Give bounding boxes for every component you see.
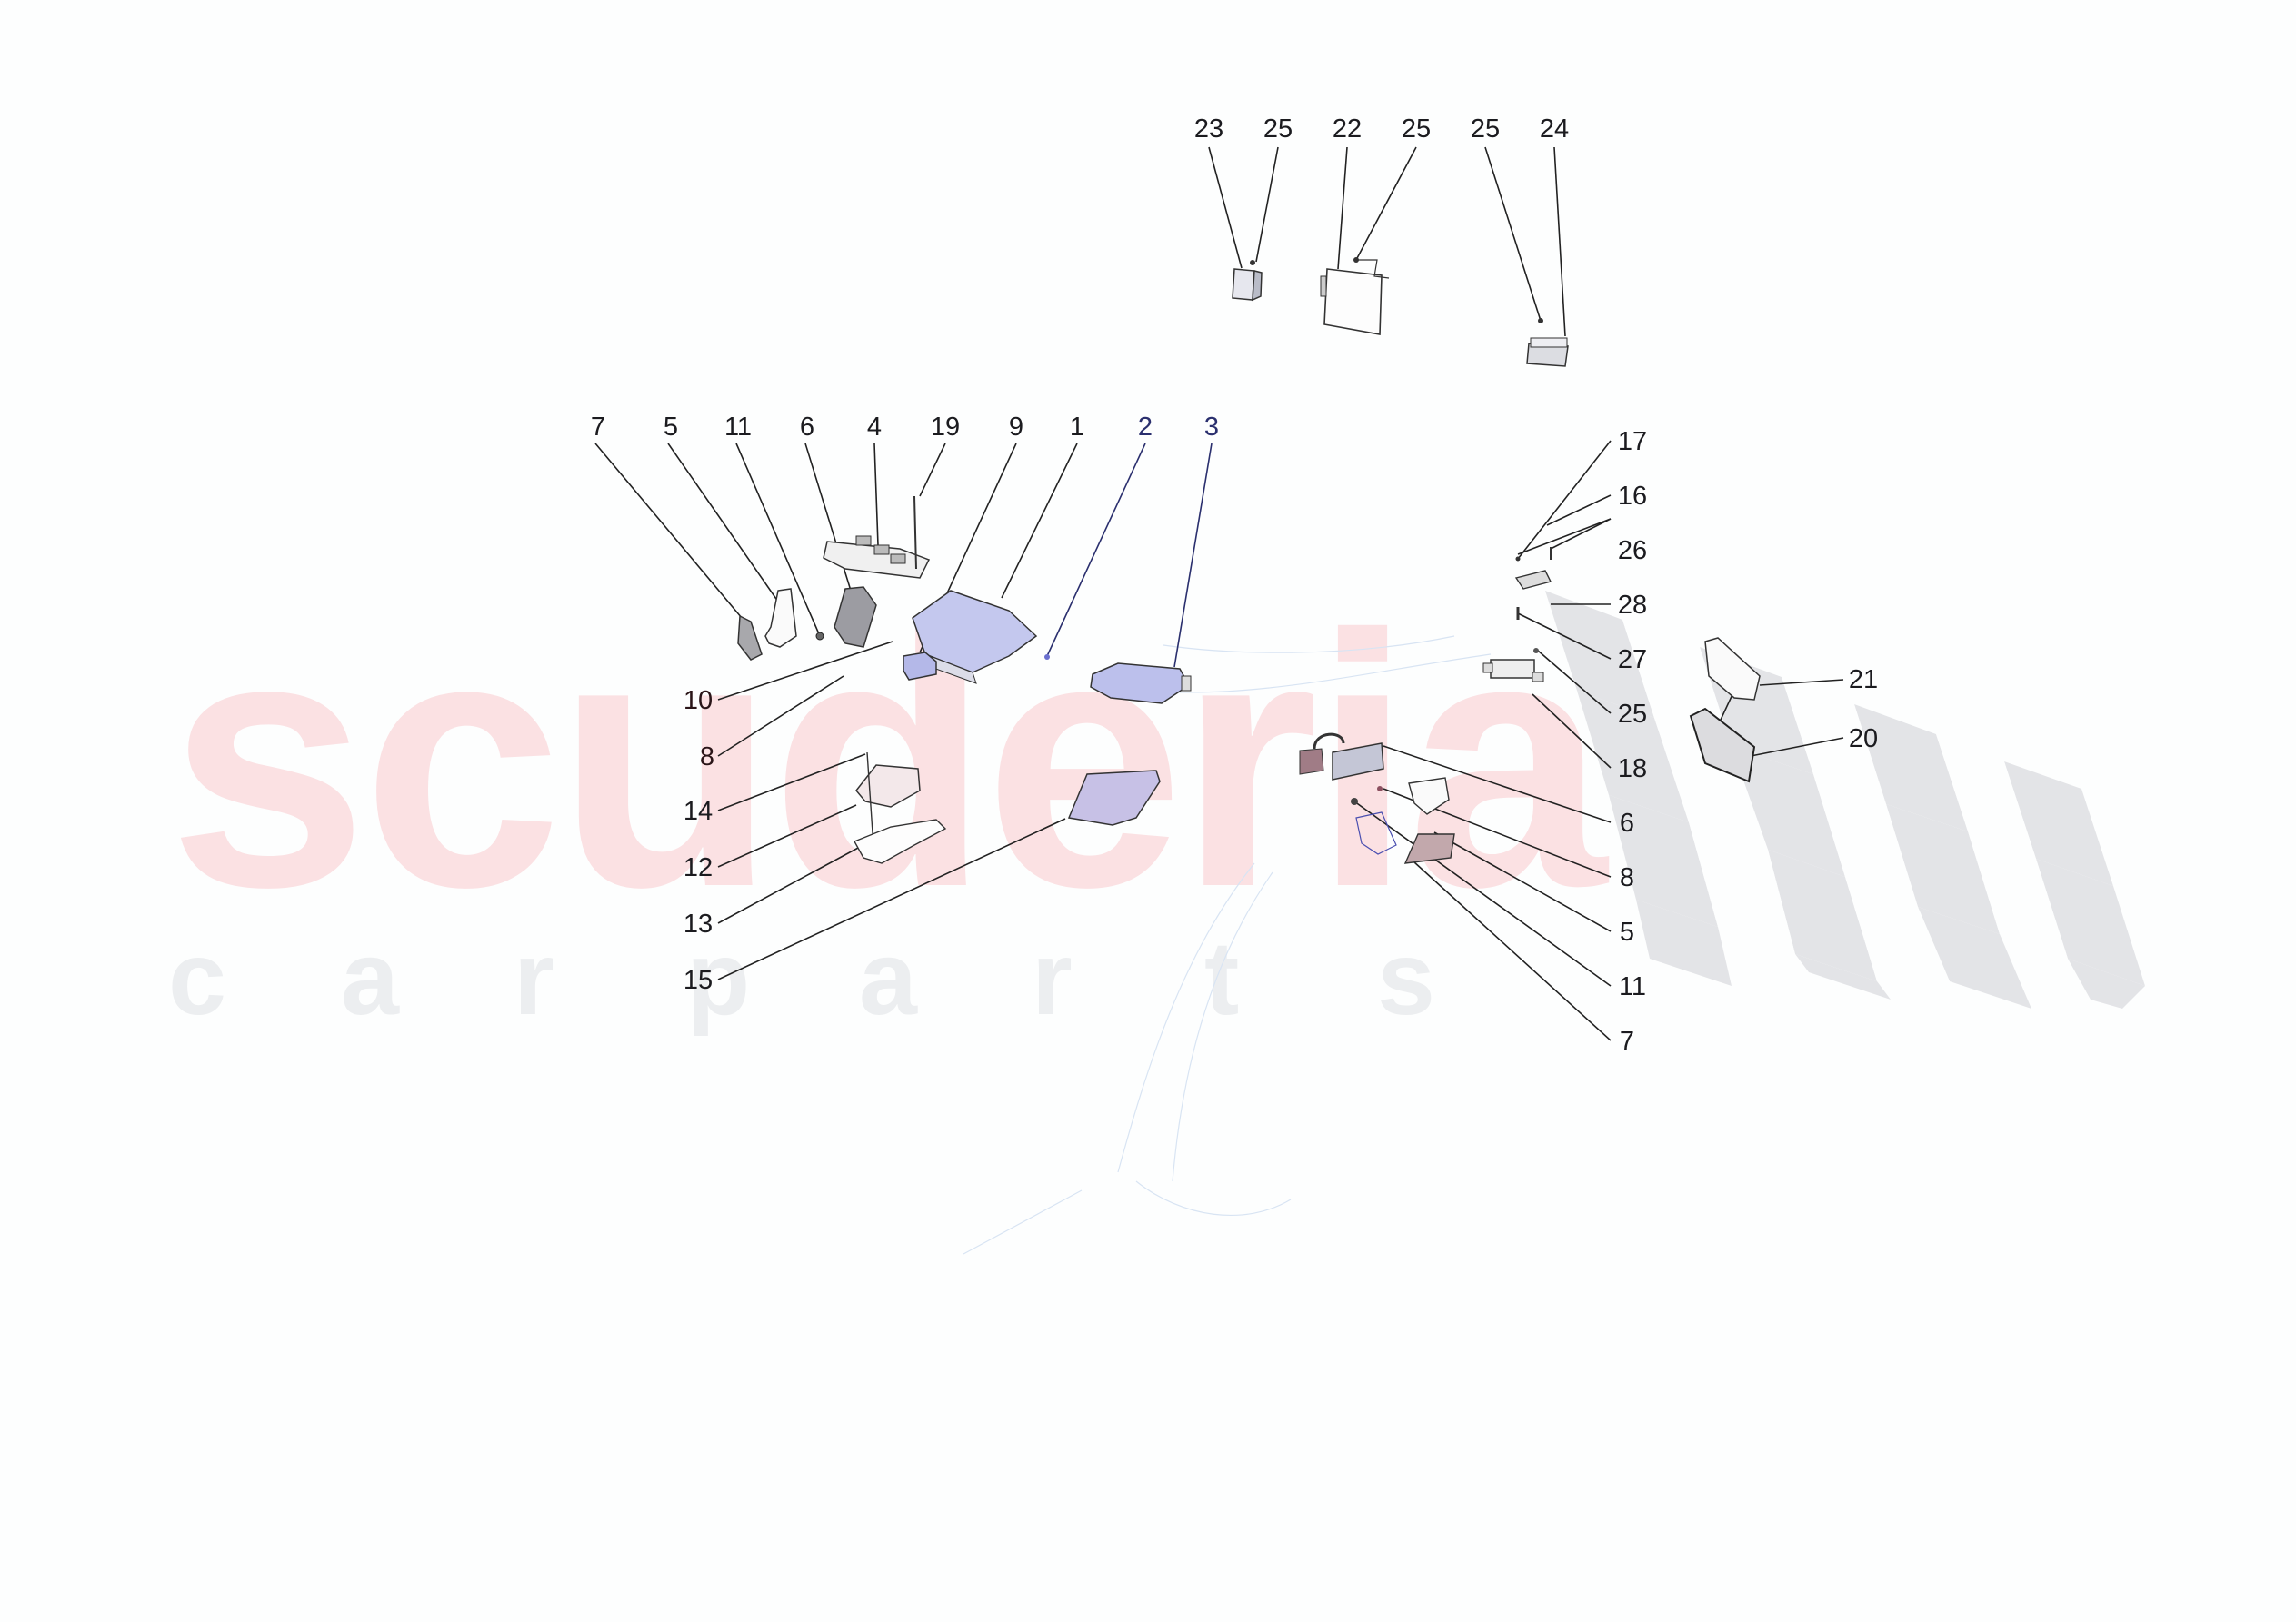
part-12-airbag-module[interactable] (855, 764, 921, 808)
part-2-screw[interactable] (1044, 654, 1050, 660)
callout-3[interactable]: 3 (1203, 413, 1220, 442)
part-7-right-pad[interactable] (1403, 833, 1455, 864)
watermark-letter: r (514, 920, 554, 1037)
part-11-right-nut[interactable] (1351, 798, 1358, 805)
watermark-letter: s (1377, 920, 1435, 1037)
callout-11[interactable]: 11 (724, 413, 753, 442)
part-6-right-module[interactable] (1299, 732, 1384, 781)
callout-23[interactable]: 23 (1193, 114, 1224, 144)
callout-25[interactable]: 25 (1263, 114, 1293, 144)
part-1-ecu[interactable] (912, 590, 1038, 684)
callout-17[interactable]: 17 (1617, 427, 1648, 456)
watermark-car-parts: c a r p a r t s (168, 927, 1550, 1031)
callout-8[interactable]: 8 (699, 742, 715, 771)
callout-9[interactable]: 9 (1008, 413, 1024, 442)
part-13-bracket[interactable] (854, 819, 947, 864)
callout-13[interactable]: 13 (683, 910, 714, 939)
part-5-right-bracket[interactable] (1408, 777, 1450, 815)
part-16-antenna[interactable] (1514, 570, 1552, 590)
callout-6[interactable]: 6 (799, 413, 815, 442)
callout-2[interactable]: 2 (1137, 413, 1153, 442)
callout-7[interactable]: 7 (590, 413, 606, 442)
callout-26[interactable]: 26 (1617, 536, 1648, 565)
part-5-bracket[interactable] (764, 588, 797, 648)
callout-11[interactable]: 11 (1618, 972, 1647, 1001)
callout-4[interactable]: 4 (866, 413, 883, 442)
callout-14[interactable]: 14 (683, 797, 714, 826)
callout-1[interactable]: 1 (1069, 413, 1085, 442)
callout-18[interactable]: 18 (1617, 754, 1648, 783)
part-20-module[interactable] (1689, 707, 1756, 783)
callout-19[interactable]: 19 (930, 413, 961, 442)
watermark-letter: t (1204, 920, 1240, 1037)
part-17-nut[interactable] (1515, 556, 1521, 562)
callout-8[interactable]: 8 (1619, 863, 1635, 892)
part-9-module[interactable] (903, 652, 937, 681)
part-3-module[interactable] (1090, 662, 1192, 704)
watermark-letter: a (341, 920, 399, 1037)
callout-12[interactable]: 12 (683, 853, 714, 882)
part-19-screw[interactable] (913, 495, 917, 570)
part-15-module[interactable] (1067, 770, 1161, 826)
callout-22[interactable]: 22 (1332, 114, 1363, 144)
part-24-control-unit[interactable] (1526, 318, 1569, 367)
part-25-nut[interactable] (1533, 648, 1539, 653)
callout-24[interactable]: 24 (1539, 114, 1570, 144)
watermark-letter: c (168, 920, 226, 1037)
watermark-letter: a (859, 920, 917, 1037)
callout-15[interactable]: 15 (683, 966, 714, 995)
part-23-sensor-module[interactable] (1232, 260, 1263, 302)
part-11-nut[interactable] (815, 632, 824, 641)
part-22-control-unit[interactable] (1320, 257, 1390, 335)
part-7-pad[interactable] (737, 614, 763, 661)
callout-25[interactable]: 25 (1401, 114, 1432, 144)
watermark-letter: r (1032, 920, 1073, 1037)
callout-25[interactable]: 25 (1617, 700, 1648, 729)
callout-25[interactable]: 25 (1470, 114, 1501, 144)
watermark-letter: p (686, 920, 751, 1037)
callout-5[interactable]: 5 (663, 413, 679, 442)
part-8-right-nut[interactable] (1377, 786, 1383, 791)
callout-21[interactable]: 21 (1848, 665, 1879, 694)
callout-10[interactable]: 10 (683, 686, 714, 715)
part-6-module[interactable] (834, 586, 877, 648)
callout-5[interactable]: 5 (1619, 918, 1635, 947)
part-18-module[interactable] (1482, 659, 1544, 682)
callout-27[interactable]: 27 (1617, 645, 1648, 674)
callout-28[interactable]: 28 (1617, 591, 1648, 620)
part-4-switch-panel[interactable] (823, 535, 931, 579)
callout-7[interactable]: 7 (1619, 1027, 1635, 1056)
callout-16[interactable]: 16 (1617, 482, 1648, 511)
part-21-cover[interactable] (1704, 637, 1761, 701)
callout-20[interactable]: 20 (1848, 724, 1879, 753)
bracket-blue-outline (1355, 811, 1397, 855)
callout-6[interactable]: 6 (1619, 809, 1635, 838)
